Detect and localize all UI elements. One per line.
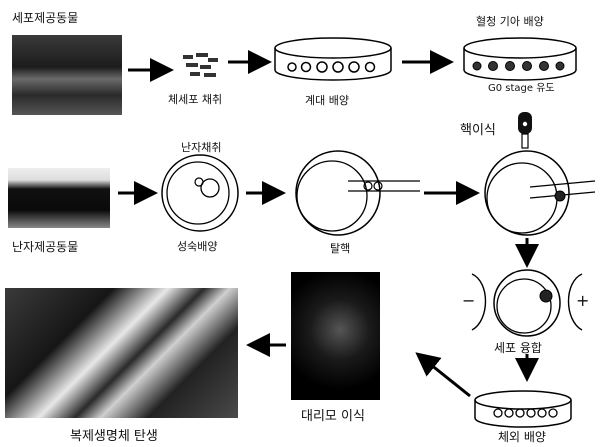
label-cell-collection: 체세포 채취 <box>168 94 222 105</box>
label-enucleation: 탈핵 <box>330 243 350 254</box>
cell-fusion <box>472 270 582 336</box>
cell-cluster-icon <box>183 53 218 77</box>
label-surrogate-transfer: 대리모 이식 <box>301 410 365 423</box>
oocyte-nuclear-transfer <box>485 151 595 235</box>
label-oocyte-collection: 난자채취 <box>181 142 221 153</box>
arrow <box>420 356 470 396</box>
petri-dish-subculture <box>275 38 391 80</box>
label-maturation-culture: 성숙배양 <box>177 241 217 252</box>
label-subculture: 계대 배양 <box>305 95 349 106</box>
oocyte-maturation <box>162 155 238 231</box>
petri-dish-in-vitro <box>475 391 571 427</box>
pipette-icon <box>518 112 532 148</box>
label-in-vitro-culture: 체외 배양 <box>498 431 546 443</box>
label-cell-fusion: 세포 융합 <box>494 342 542 354</box>
label-donor-cell-animal: 세포제공동물 <box>12 12 78 24</box>
oocyte-enucleation <box>296 151 420 235</box>
label-starvation-culture: 혈청 기아 배양 <box>476 16 544 27</box>
petri-dish-starvation <box>464 38 576 80</box>
label-nuclear-transfer: 핵이식 <box>460 124 496 137</box>
electrode-positive: + <box>576 293 589 309</box>
label-g0-induction: G0 stage 유도 <box>488 84 555 94</box>
label-clone-birth: 복제생명체 탄생 <box>70 430 158 443</box>
label-oocyte-donor-animal: 난자제공동물 <box>12 241 78 253</box>
electrode-negative: − <box>462 293 475 309</box>
